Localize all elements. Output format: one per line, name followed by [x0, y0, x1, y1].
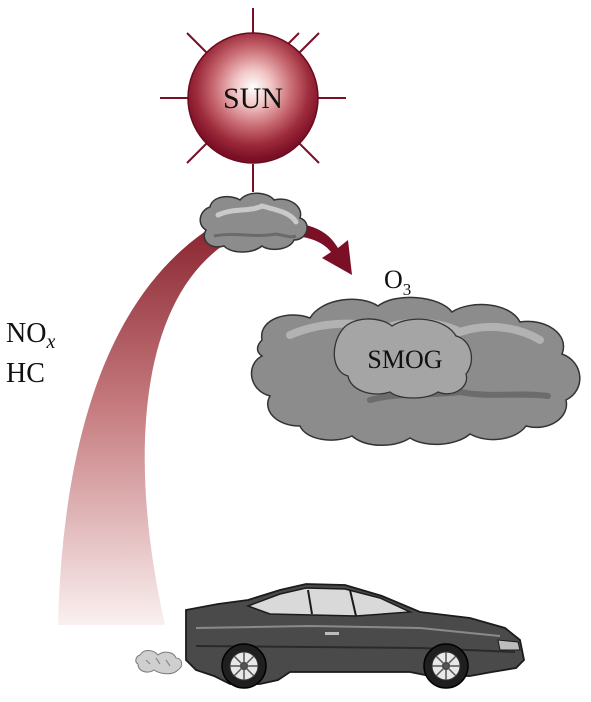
ozone-label: O3	[384, 265, 411, 299]
hc-label: HC	[6, 358, 45, 389]
nox-label-main: NO	[6, 318, 46, 349]
cloud-icon	[199, 192, 308, 253]
ozone-label-subscript: 3	[403, 280, 412, 299]
smog-label: SMOG	[367, 345, 442, 374]
sun-label: SUN	[223, 82, 283, 115]
sun-icon: SUN	[160, 8, 346, 192]
nox-label-subscript: x	[45, 331, 55, 353]
ozone-label-main: O	[384, 265, 403, 294]
door-handle	[325, 632, 339, 635]
nox-label: NOx	[6, 318, 55, 353]
front-wheel	[423, 643, 469, 689]
rear-wheel	[221, 643, 267, 689]
emission-plume	[58, 225, 222, 625]
exhaust-puff-icon	[135, 650, 183, 675]
smog-cloud-icon: SMOG	[250, 296, 581, 446]
car-icon	[185, 583, 525, 689]
reaction-arrow	[290, 222, 352, 275]
